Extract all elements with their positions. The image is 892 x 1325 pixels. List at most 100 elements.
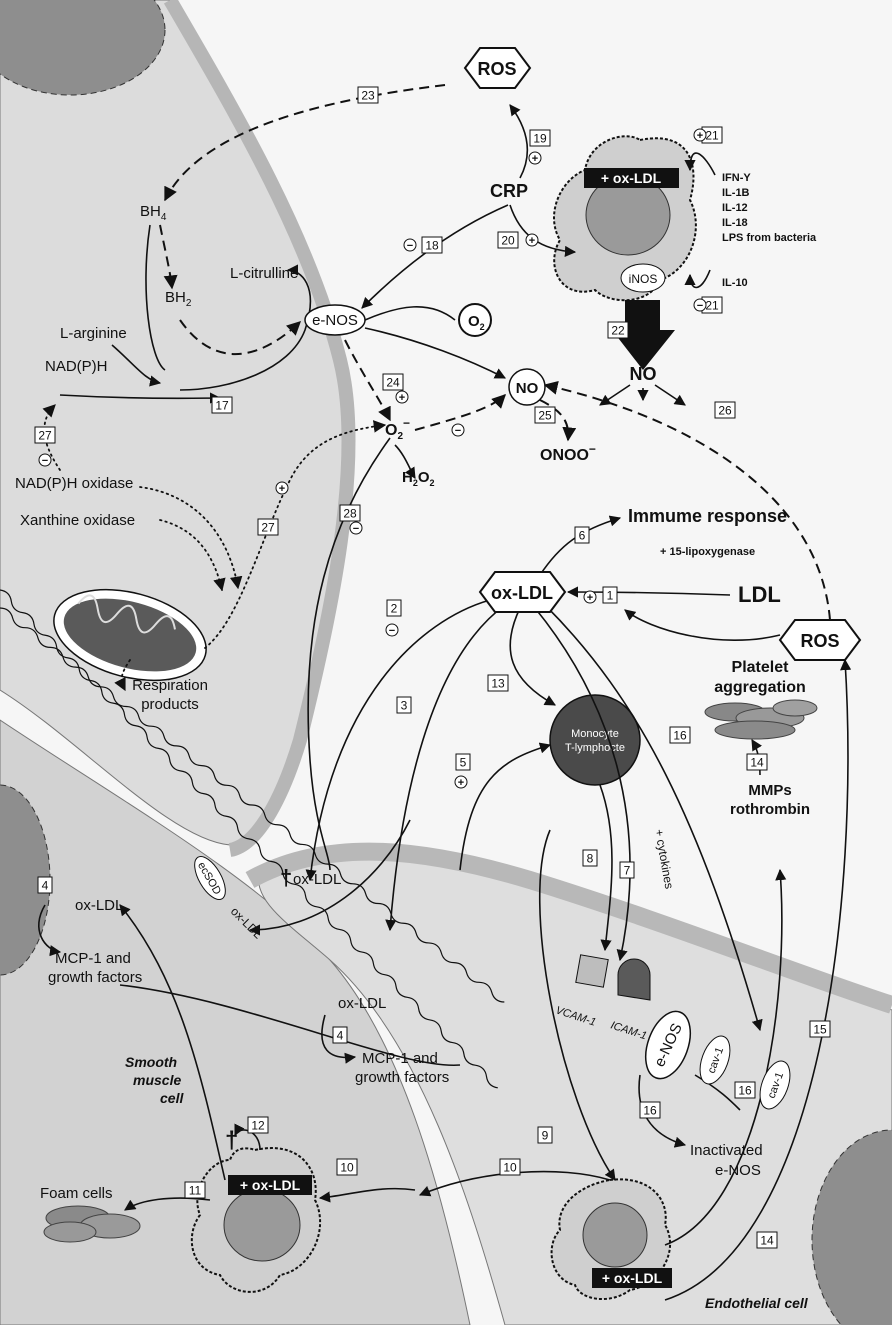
xanthine-oxidase-label: Xanthine oxidase bbox=[20, 512, 135, 529]
step-number-21: 21 bbox=[705, 299, 719, 313]
ox-ldl-badge-top-label: + ox-LDL bbox=[601, 170, 662, 186]
minus-sign: − bbox=[455, 425, 461, 437]
step-number-20: 20 bbox=[501, 234, 515, 248]
no-node-label: NO bbox=[516, 380, 539, 397]
no-output-label: NO bbox=[630, 364, 657, 384]
step-number-21: 21 bbox=[705, 129, 719, 143]
plus-sign: + bbox=[279, 483, 285, 495]
l-citrulline-label: L-citrulline bbox=[230, 265, 298, 282]
inos-label: iNOS bbox=[629, 272, 658, 286]
plus-sign: + bbox=[532, 153, 538, 165]
step-number-26: 26 bbox=[718, 404, 732, 418]
inactivated-label-1: Inactivated bbox=[690, 1142, 763, 1159]
mcp-smc-label-1: MCP-1 and bbox=[55, 950, 131, 967]
plus-sign: + bbox=[529, 235, 535, 247]
step-number-5: 5 bbox=[460, 756, 467, 770]
step-number-2: 2 bbox=[391, 602, 398, 616]
step-number-16: 16 bbox=[738, 1084, 752, 1098]
step-number-14: 14 bbox=[760, 1234, 774, 1248]
lipoxygenase-label: + 15-lipoxygenase bbox=[660, 546, 755, 558]
step-number-10: 10 bbox=[340, 1161, 354, 1175]
nadph-label: NAD(P)H bbox=[45, 358, 108, 375]
ox-ldl-dead-label: ox-LDL bbox=[293, 871, 341, 888]
enos-label: e-NOS bbox=[312, 312, 358, 329]
step-number-4: 4 bbox=[337, 1029, 344, 1043]
rothrombin-label: rothrombin bbox=[730, 801, 810, 818]
step-number-27: 27 bbox=[261, 521, 275, 535]
step-number-12: 12 bbox=[251, 1119, 265, 1133]
immune-response-label: Immume response bbox=[628, 506, 787, 526]
minus-sign: − bbox=[42, 455, 48, 467]
crp-label: CRP bbox=[490, 181, 528, 201]
cytokine-ifn: IFN-Y bbox=[722, 172, 751, 184]
ox-ldl-smc-label: ox-LDL bbox=[75, 897, 123, 914]
respiration-label-2: products bbox=[141, 696, 199, 713]
l-arginine-label: L-arginine bbox=[60, 325, 127, 342]
icam-receptor bbox=[618, 959, 650, 1000]
step-number-23: 23 bbox=[361, 89, 375, 103]
endothelial-label: Endothelial cell bbox=[705, 1295, 809, 1311]
vcam-receptor bbox=[576, 955, 608, 987]
plus-sign: + bbox=[587, 592, 593, 604]
nadph-oxidase-label: NAD(P)H oxidase bbox=[15, 475, 133, 492]
cytokine-il12: IL-12 bbox=[722, 202, 748, 214]
step-number-15: 15 bbox=[813, 1023, 827, 1037]
step-number-4: 4 bbox=[42, 879, 49, 893]
step-number-3: 3 bbox=[401, 699, 408, 713]
monocyte-label-1: Monocyte bbox=[571, 728, 619, 740]
plus-sign: + bbox=[458, 777, 464, 789]
step-number-17: 17 bbox=[215, 399, 229, 413]
step-number-25: 25 bbox=[538, 409, 552, 423]
mmps-label: MMPs bbox=[748, 782, 791, 799]
step-number-11: 11 bbox=[189, 1184, 202, 1198]
il10-label: IL-10 bbox=[722, 277, 748, 289]
respiration-label-1: Respiration bbox=[132, 677, 208, 694]
ox-ldl-hub-label: ox-LDL bbox=[491, 583, 553, 603]
step-number-24: 24 bbox=[386, 376, 400, 390]
plus-sign: + bbox=[697, 130, 703, 142]
minus-sign: − bbox=[697, 300, 703, 312]
mcp-endo-label-1: MCP-1 and bbox=[362, 1050, 438, 1067]
smooth-label-1: Smooth bbox=[125, 1054, 177, 1070]
step-number-10: 10 bbox=[503, 1161, 517, 1175]
step-number-13: 13 bbox=[491, 677, 505, 691]
step-number-6: 6 bbox=[579, 529, 586, 543]
smooth-label-3: cell bbox=[160, 1090, 184, 1106]
step-number-19: 19 bbox=[533, 132, 547, 146]
plus-sign: + bbox=[399, 392, 405, 404]
smooth-label-2: muscle bbox=[133, 1072, 181, 1088]
ox-ldl-badge-foam-label: + ox-LDL bbox=[240, 1177, 301, 1193]
platelet-label-2: aggregation bbox=[714, 679, 806, 696]
step-number-9: 9 bbox=[542, 1129, 549, 1143]
cytokine-lps: LPS from bacteria bbox=[722, 232, 817, 244]
dead-cross: † bbox=[280, 865, 292, 890]
step-number-28: 28 bbox=[343, 507, 357, 521]
dead-cross-smc: † bbox=[225, 1127, 238, 1154]
step-number-16: 16 bbox=[643, 1104, 657, 1118]
cytokine-il1b: IL-1B bbox=[722, 187, 750, 199]
inactivated-label-2: e-NOS bbox=[715, 1162, 761, 1179]
step-number-27: 27 bbox=[38, 429, 52, 443]
step-number-22: 22 bbox=[611, 324, 625, 338]
minus-sign: − bbox=[353, 523, 359, 535]
step-number-14: 14 bbox=[750, 756, 764, 770]
foam-cells-label: Foam cells bbox=[40, 1185, 113, 1202]
mcp-smc-label-2: growth factors bbox=[48, 969, 142, 986]
ox-ldl-endo-label: ox-LDL bbox=[338, 995, 386, 1012]
step-number-7: 7 bbox=[624, 864, 631, 878]
platelet-label-1: Platelet bbox=[732, 659, 790, 676]
step-number-1: 1 bbox=[607, 589, 614, 603]
monocyte-cell bbox=[550, 695, 640, 785]
minus-sign: − bbox=[407, 240, 413, 252]
ldl-label: LDL bbox=[738, 582, 781, 607]
monocyte-label-2: T-lymphocte bbox=[565, 742, 625, 754]
ros-right-label: ROS bbox=[800, 631, 839, 651]
ox-ldl-badge-bottom-label: + ox-LDL bbox=[602, 1270, 663, 1286]
step-number-16: 16 bbox=[673, 729, 687, 743]
minus-sign: − bbox=[389, 625, 395, 637]
ros-top-label: ROS bbox=[477, 59, 516, 79]
step-number-18: 18 bbox=[425, 239, 439, 253]
cytokine-il18: IL-18 bbox=[722, 217, 748, 229]
step-number-8: 8 bbox=[587, 852, 594, 866]
